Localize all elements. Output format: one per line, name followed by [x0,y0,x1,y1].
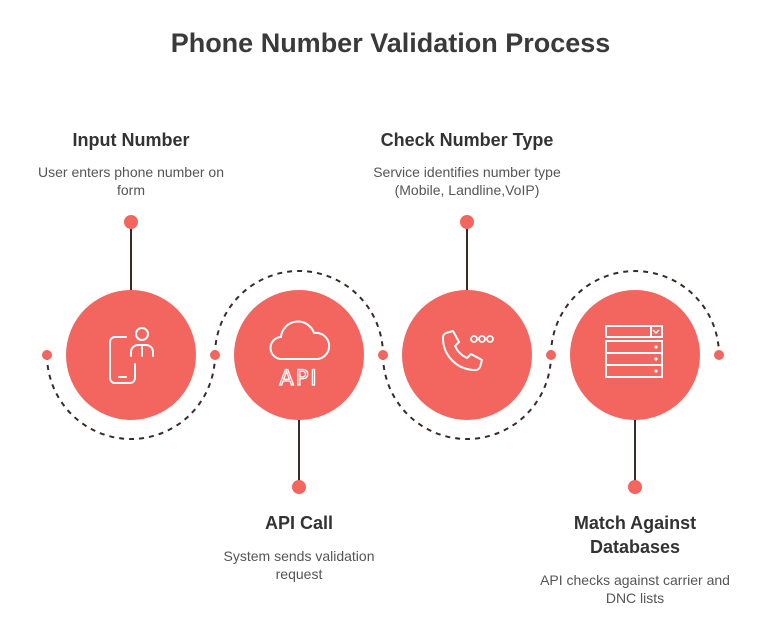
arc-dot [42,350,52,360]
dashed-arc-4 [550,270,720,356]
connector-dot-4 [628,480,642,494]
connector-dot-2 [292,480,306,494]
database-server-icon [605,325,663,378]
connector-dot-1 [124,215,138,229]
step-title-api-call: API Call [264,513,334,533]
step-circle-4 [570,290,700,420]
dashed-arc-1 [46,354,216,440]
dashed-arc-2 [214,270,384,356]
step-desc-api-call: System sends validation request [223,548,375,582]
step-circle-2 [234,290,364,420]
step-desc-check-number-type: Service identifies number type (Mobile, … [373,164,561,198]
dashed-arc-3 [382,354,552,440]
cloud-api-text: API [279,366,318,390]
step-title-check-number-type: Check Number Type [380,130,554,150]
arc-dot [210,350,220,360]
page-title: Phone Number Validation Process [170,28,611,58]
phone-call-icon [442,330,494,371]
arc-dot [378,350,388,360]
arc-dot [546,350,556,360]
step-title-match-against-databases: Match Against Databases [573,513,697,557]
arc-dot [714,350,724,360]
step-title-input-number: Input Number [72,130,190,150]
step-desc-input-number: User enters phone number on form [38,164,224,198]
step-desc-match-against-databases: API checks against carrier and DNC lists [540,572,730,606]
step-circle-3 [402,290,532,420]
cloud-api-icon: API [269,320,331,391]
connector-dot-3 [460,215,474,229]
phone-user-icon [109,327,154,384]
